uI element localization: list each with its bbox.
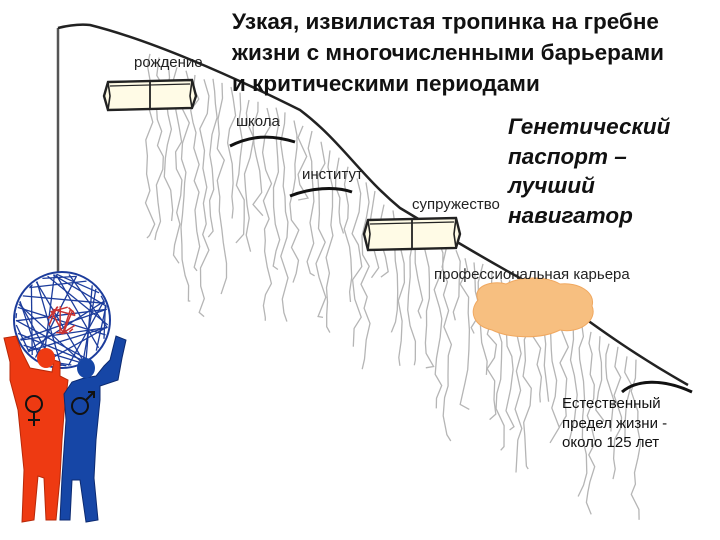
navigator-line: лучший [508,173,595,198]
cliff-strand [272,107,281,271]
cliff-strand [452,249,461,321]
globe-line [82,288,97,361]
cliff-strand [612,346,623,480]
title-line: Узкая, извилистая тропинка на гребне [232,9,659,34]
cliff-strand [297,125,310,201]
cliff-strand [605,343,615,432]
genetic-passport-note: Генетический паспорт – лучший навигатор [508,112,670,230]
cliff-strand [343,166,353,303]
cliff-strand [252,101,264,217]
globe-center-line [61,308,72,335]
cliff-strand [630,359,642,520]
career-blob [472,277,594,338]
navigator-line: паспорт – [508,143,627,169]
globe-line [52,274,107,307]
cliff-strand [226,86,237,219]
globe-icon [13,271,111,369]
title-line: жизни с многочисленными барьерами [232,40,664,65]
globe-line [15,313,18,319]
limit-line: Естественный [562,395,661,412]
globe-center-line [52,308,76,317]
institute-label: институт [302,166,363,183]
cliff-strand [289,120,300,283]
cliff-strand [441,245,453,442]
birth-label: рождение [134,54,203,71]
globe-line [85,285,93,360]
globe-line [22,295,105,304]
globe-line [18,303,82,363]
globe-line [20,326,108,341]
globe-line [19,300,41,361]
limit-line: предел жизни - [562,414,668,432]
navigator-line: навигатор [508,202,633,228]
globe-line [67,300,105,366]
cliff-strand [433,239,444,409]
title-line: и критическими периодами [232,71,540,96]
limit-line: около 125 лет [562,434,660,451]
globe-line [20,308,107,341]
female-figure [3,335,69,523]
cliff-strand [577,326,588,497]
cliff-strand [216,82,228,295]
cliff-strand [360,182,371,370]
globe-line [15,324,30,353]
cliff-strand [351,178,363,347]
globe-line [104,304,107,308]
navigator-line: Генетический [508,114,671,139]
globe-center-line [47,306,59,320]
globe-line [29,284,33,288]
birth-barrier [102,78,198,112]
cliff-strand [261,107,273,321]
cliff-strand [243,99,255,252]
cliff-strand [567,319,578,442]
male-figure [59,335,127,523]
globe-line [42,275,77,280]
school-barrier-arc [229,135,296,148]
globe-center-line [68,328,74,333]
cliff-strand [280,112,289,322]
cliff-strand [459,258,471,410]
cliff-strand [198,79,210,318]
institute-barrier-arc [289,187,353,198]
female-symbol-icon [25,395,43,426]
cliff-strand [334,157,345,234]
career-label: профессиональная карьера [434,266,630,283]
cliff-strand [315,141,327,319]
marriage-label: супружество [412,196,500,213]
cliff-strand [558,311,570,428]
globe-line [15,308,107,322]
cliff-strand [325,150,334,333]
cliff-strand [595,336,605,429]
diagram-title: Узкая, извилистая тропинка на гребне жиз… [232,6,712,99]
school-label: школа [236,113,280,130]
cliff-strand [423,234,435,369]
life-limit-note: Естественный предел жизни - около 125 ле… [562,394,667,453]
globe-line [15,319,87,360]
marriage-barrier [362,216,462,252]
life-limit-arc [621,380,693,394]
cliff-strand [190,74,201,272]
globe-center-line [50,310,65,335]
cliff-strand [624,356,632,439]
cliff-strand [235,92,245,244]
cliff-strand [585,331,596,515]
cliff-strand [306,130,315,277]
globe-line [17,332,84,362]
male-symbol-icon [71,391,95,415]
cliff-strand [207,78,218,238]
globe-center-line [71,310,76,315]
